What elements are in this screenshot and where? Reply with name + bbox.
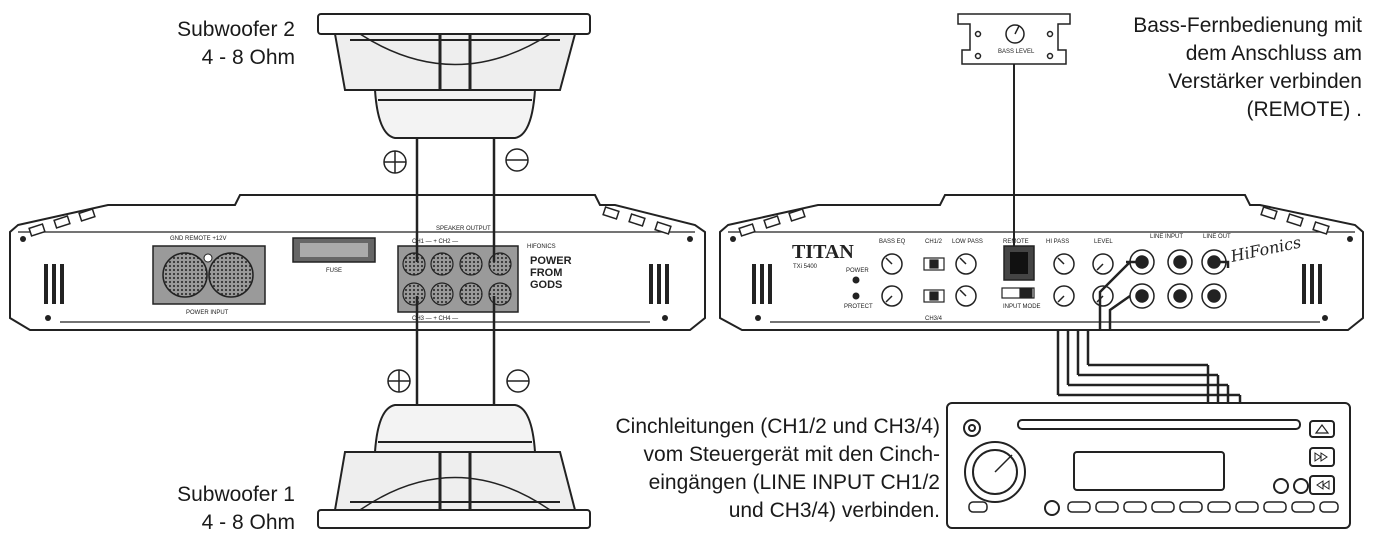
logo-line: FROM: [530, 267, 562, 279]
switches: [923, 257, 1035, 303]
remote-note-line: Verstärker verbinden: [1168, 70, 1362, 93]
level-label: LEVEL: [1094, 239, 1113, 245]
subwoofer-2-name: Subwoofer 2: [177, 18, 295, 41]
ground-remote-label: GND REMOTE +12V: [170, 236, 227, 242]
model-title: TITAN: [792, 241, 854, 263]
ch12-label: CH1 — + CH2 —: [412, 239, 458, 245]
protect-led-label: PROTECT: [844, 304, 873, 310]
logo-line: POWER: [530, 255, 572, 267]
remote-note-line: Bass-Fernbedienung mit: [1133, 14, 1362, 37]
power-input-label: POWER INPUT: [186, 310, 229, 316]
line-input-label: LINE INPUT: [1150, 234, 1183, 240]
polarity-minus-bottom-icon: [506, 369, 530, 393]
rca-note-line: eingängen (LINE INPUT CH1/2: [648, 471, 940, 494]
subwoofer-1-label: Subwoofer 1 4 - 8 Ohm: [140, 481, 295, 537]
line-out-label: LINE OUT: [1203, 234, 1231, 240]
subwoofer-1: [317, 404, 591, 529]
remote-note: Bass-Fernbedienung mit dem Anschluss am …: [1080, 12, 1362, 124]
ch12-section-label: CH1/2: [925, 239, 943, 245]
subwoofer-1-impedance: 4 - 8 Ohm: [201, 511, 295, 534]
power-led-label: POWER: [846, 268, 869, 274]
remote-unit-label: BASS LEVEL: [998, 49, 1035, 55]
speaker-wires: [415, 138, 496, 405]
amplifier-left: GND REMOTE +12V POWER INPUT FUSE SPEAKER…: [9, 194, 706, 331]
fuse-label: FUSE: [326, 268, 342, 274]
control-knobs: [881, 253, 1114, 307]
polarity-plus-bottom-icon: [387, 369, 411, 393]
logo-line: GODS: [530, 279, 562, 291]
rca-note-line: und CH3/4) verbinden.: [728, 499, 940, 522]
polarity-plus-top-icon: [383, 150, 407, 174]
input-mode-label: INPUT MODE: [1003, 304, 1041, 310]
remote-note-line: (REMOTE) .: [1246, 98, 1363, 121]
ch34-section-label: CH3/4: [925, 316, 943, 322]
polarity-minus-top-icon: [505, 148, 529, 172]
bass-eq-label: BASS EQ: [879, 239, 906, 245]
ch34-label: CH3 — + CH4 —: [412, 316, 458, 322]
rca-note-line: vom Steuergerät mit den Cinch-: [643, 443, 940, 466]
subwoofer-1-name: Subwoofer 1: [177, 483, 295, 506]
hi-pass-label: HI PASS: [1046, 239, 1069, 245]
model-subtitle: TXi 5400: [793, 264, 818, 270]
remote-label: REMOTE: [1003, 239, 1029, 245]
subwoofer-2-impedance: 4 - 8 Ohm: [201, 46, 295, 69]
subwoofer-2-label: Subwoofer 2 4 - 8 Ohm: [140, 16, 295, 72]
subwoofer-2: [317, 13, 591, 139]
low-pass-label: LOW PASS: [952, 239, 983, 245]
remote-note-line: dem Anschluss am: [1185, 42, 1362, 65]
amplifier-right: TITAN TXi 5400 POWER PROTECT BASS EQ CH1…: [719, 194, 1364, 331]
head-unit: [946, 402, 1351, 529]
rca-note-line: Cinchleitungen (CH1/2 und CH3/4): [615, 415, 940, 438]
logo: POWER FROM GODS: [530, 255, 572, 291]
brand-label: HIFONICS: [527, 244, 556, 250]
speaker-output-label: SPEAKER OUTPUT: [436, 226, 491, 232]
bass-remote-unit: [957, 13, 1071, 65]
rca-note: Cinchleitungen (CH1/2 und CH3/4) vom Ste…: [555, 413, 940, 525]
